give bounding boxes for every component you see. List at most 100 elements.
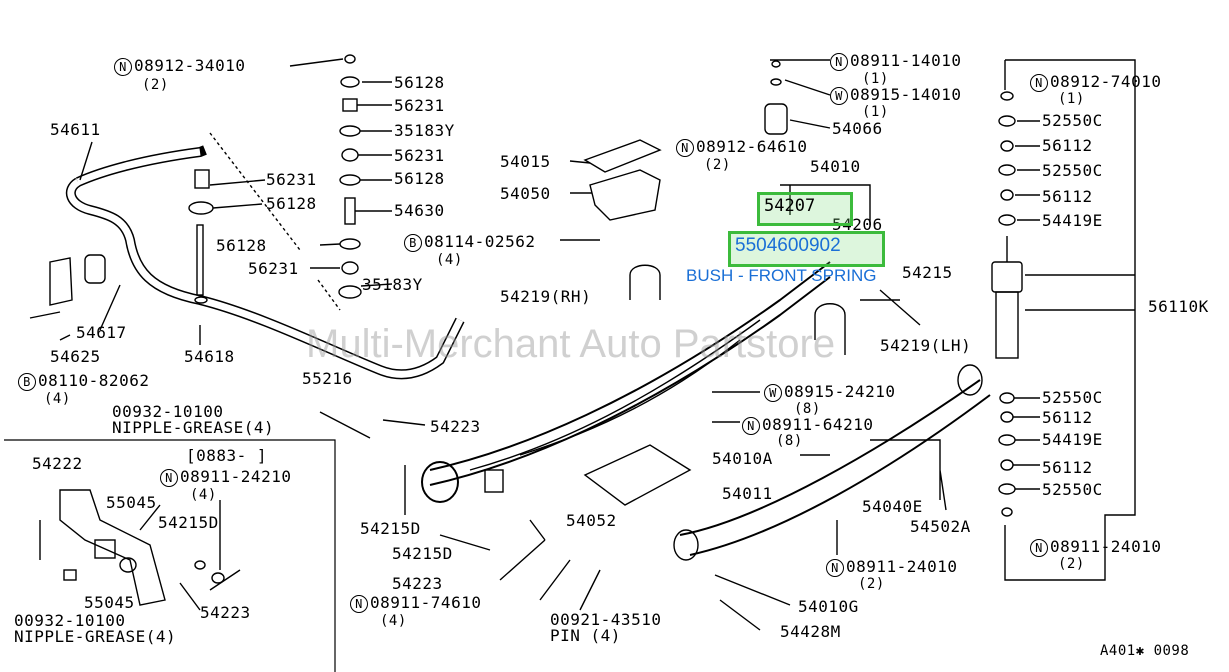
callout-54215d[interactable]: 54215D bbox=[360, 519, 421, 538]
b-marker-icon: B bbox=[404, 233, 422, 252]
callout-00932-10100[interactable]: 00932-10100 bbox=[14, 611, 126, 630]
n-marker-icon: N bbox=[826, 558, 844, 577]
callout-55045[interactable]: 55045 bbox=[84, 593, 135, 612]
callout-54010g[interactable]: 54010G bbox=[798, 597, 859, 616]
callout-56231[interactable]: 56231 bbox=[394, 96, 445, 115]
callout-52550c[interactable]: 52550C bbox=[1042, 111, 1103, 130]
callout-54040e[interactable]: 54040E bbox=[862, 497, 923, 516]
callout-56112[interactable]: 56112 bbox=[1042, 136, 1093, 155]
callout-35183y[interactable]: 35183Y bbox=[362, 275, 423, 294]
callout-54419e[interactable]: 54419E bbox=[1042, 430, 1103, 449]
callout-54215d[interactable]: 54215D bbox=[392, 544, 453, 563]
callout-54630[interactable]: 54630 bbox=[394, 201, 445, 220]
callout-56231[interactable]: 56231 bbox=[394, 146, 445, 165]
callout-55045[interactable]: 55045 bbox=[106, 493, 157, 512]
leaf-spring-main bbox=[429, 261, 831, 471]
leaf-spring-front bbox=[679, 379, 981, 536]
n-marker-icon: N bbox=[114, 57, 132, 76]
callout-54428m[interactable]: 54428M bbox=[780, 622, 841, 641]
n-marker-icon: N bbox=[676, 138, 694, 157]
callout-54206[interactable]: 54206 bbox=[832, 215, 883, 234]
callout-54011[interactable]: 54011 bbox=[722, 484, 773, 503]
inset-date-range: [0883- ] bbox=[186, 446, 268, 465]
callout-54219lh[interactable]: 54219(LH) bbox=[880, 336, 972, 355]
callout-54215[interactable]: 54215 bbox=[902, 263, 953, 282]
nipple-grease-label: NIPPLE-GREASE(4) bbox=[112, 418, 275, 437]
callout-54015[interactable]: 54015 bbox=[500, 152, 551, 171]
nipple-grease-label: NIPPLE-GREASE(4) bbox=[14, 627, 177, 646]
callout-54617[interactable]: 54617 bbox=[76, 323, 127, 342]
callout-54223[interactable]: 54223 bbox=[430, 417, 481, 436]
callout-00921-43510[interactable]: 00921-43510 bbox=[550, 610, 662, 629]
qty: (2) bbox=[142, 77, 169, 93]
qty: (4) bbox=[380, 613, 407, 629]
qty: (4) bbox=[190, 487, 217, 503]
callout-54010[interactable]: 54010 bbox=[810, 157, 861, 176]
callout-56128[interactable]: 56128 bbox=[394, 73, 445, 92]
callout-54419e[interactable]: 54419E bbox=[1042, 211, 1103, 230]
n-marker-icon: N bbox=[1030, 538, 1048, 557]
callout-54502a[interactable]: 54502A bbox=[910, 517, 971, 536]
callout-56231[interactable]: 56231 bbox=[248, 259, 299, 278]
callout-54618[interactable]: 54618 bbox=[184, 347, 235, 366]
callout-55216[interactable]: 55216 bbox=[302, 369, 353, 388]
qty: (1) bbox=[1058, 91, 1085, 107]
qty: (2) bbox=[1058, 556, 1085, 572]
callout-35183y[interactable]: 35183Y bbox=[394, 121, 455, 140]
callout-54219rh[interactable]: 54219(RH) bbox=[500, 287, 592, 306]
callout-56128[interactable]: 56128 bbox=[394, 169, 445, 188]
callout-54625[interactable]: 54625 bbox=[50, 347, 101, 366]
callout-56128[interactable]: 56128 bbox=[266, 194, 317, 213]
callout-54223[interactable]: 54223 bbox=[200, 603, 251, 622]
inset-link bbox=[59, 489, 166, 606]
qty: (4) bbox=[44, 391, 71, 407]
qty: (2) bbox=[704, 157, 731, 173]
highlight-oem-number[interactable]: 5504600902 bbox=[728, 231, 885, 267]
callout-52550c[interactable]: 52550C bbox=[1042, 388, 1103, 407]
callout-56112[interactable]: 56112 bbox=[1042, 458, 1093, 477]
callout-54010a[interactable]: 54010A bbox=[712, 449, 773, 468]
callout-54611[interactable]: 54611 bbox=[50, 120, 101, 139]
callout-52550c[interactable]: 52550C bbox=[1042, 161, 1103, 180]
qty: (8) bbox=[794, 401, 821, 417]
callout-54222[interactable]: 54222 bbox=[32, 454, 83, 473]
qty: (4) bbox=[436, 252, 463, 268]
n-marker-icon: N bbox=[742, 416, 760, 435]
n-marker-icon: N bbox=[350, 594, 368, 613]
callout-56112[interactable]: 56112 bbox=[1042, 408, 1093, 427]
w-marker-icon: W bbox=[830, 86, 848, 105]
watermark: Multi-Merchant Auto Partstore bbox=[306, 322, 836, 366]
diagram-code: A401✱ 0098 bbox=[1100, 643, 1190, 659]
callout-54050[interactable]: 54050 bbox=[500, 184, 551, 203]
shock-absorber bbox=[991, 261, 1023, 293]
callout-54066[interactable]: 54066 bbox=[832, 119, 883, 138]
n-marker-icon: N bbox=[830, 52, 848, 71]
qty: (8) bbox=[776, 433, 803, 449]
qty: (1) bbox=[862, 104, 889, 120]
callout-56128[interactable]: 56128 bbox=[216, 236, 267, 255]
callout-52550c[interactable]: 52550C bbox=[1042, 480, 1103, 499]
callout-54052[interactable]: 54052 bbox=[566, 511, 617, 530]
callout-54215d[interactable]: 54215D bbox=[158, 513, 219, 532]
callout-56112[interactable]: 56112 bbox=[1042, 187, 1093, 206]
callout-54223[interactable]: 54223 bbox=[392, 574, 443, 593]
qty: (1) bbox=[862, 71, 889, 87]
highlight-part-number[interactable]: 54207 bbox=[757, 192, 853, 226]
callout-56110k[interactable]: 56110K bbox=[1148, 297, 1209, 316]
callout-00932-10100[interactable]: 00932-10100 bbox=[112, 402, 224, 421]
callout-56231[interactable]: 56231 bbox=[266, 170, 317, 189]
